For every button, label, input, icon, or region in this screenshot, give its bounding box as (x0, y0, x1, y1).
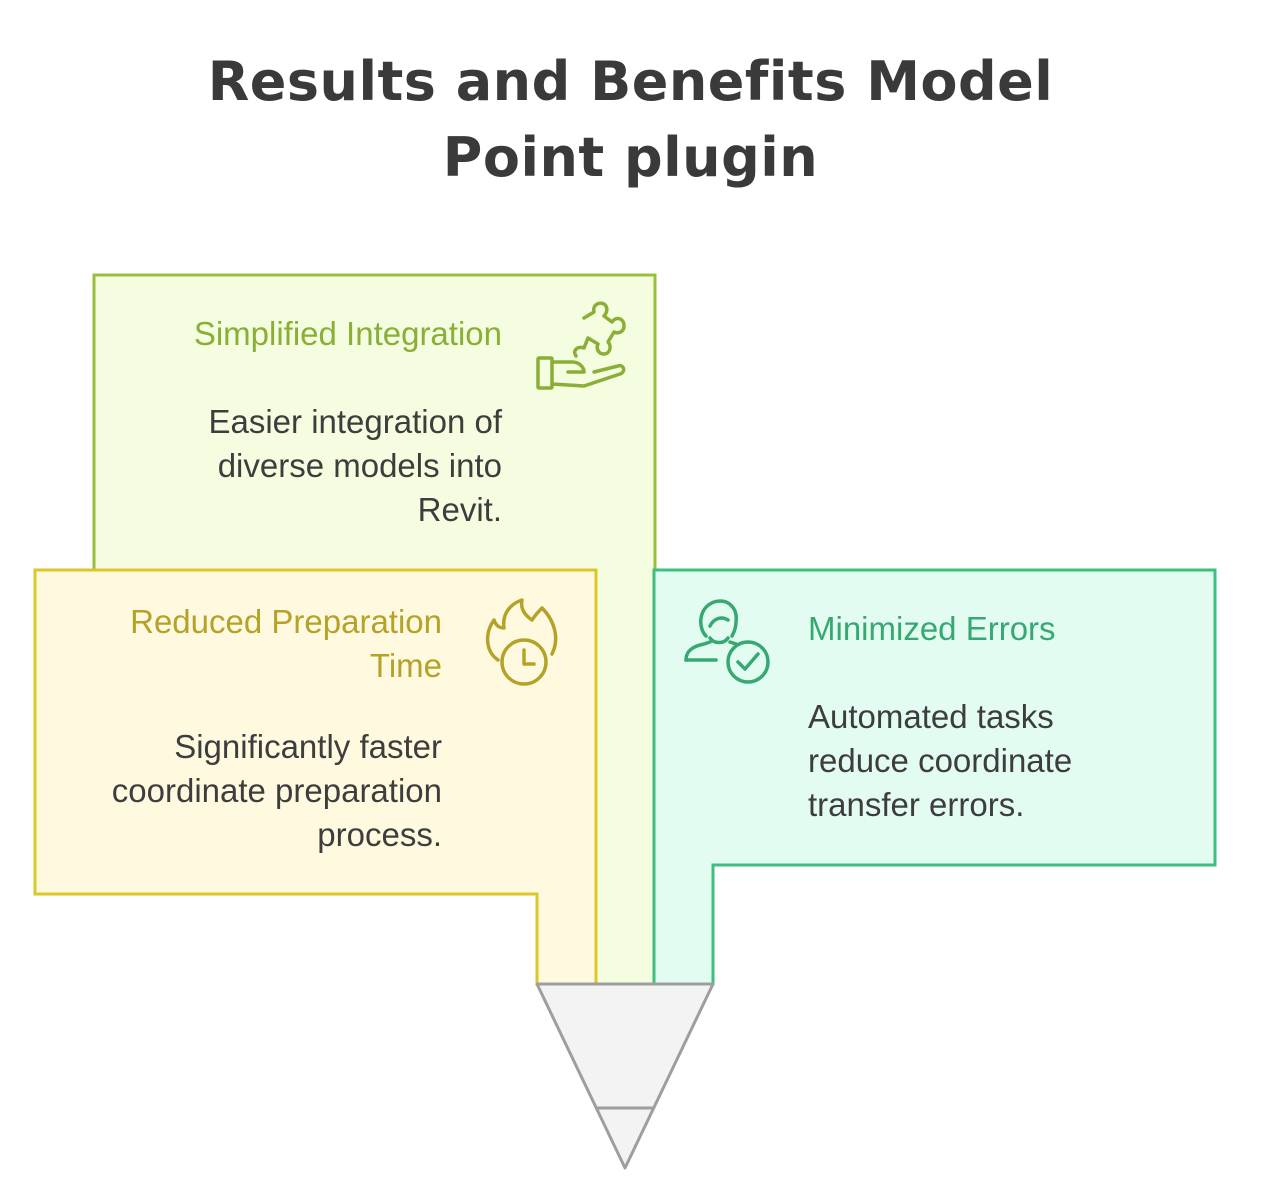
title-line-2: Point plugin (442, 126, 819, 189)
minimized-errors-description: Automated tasks reduce coordinate transf… (808, 695, 1200, 827)
reduced-preparation-time-title: Reduced Preparation Time (50, 600, 442, 688)
description-line: reduce coordinate (808, 742, 1073, 779)
description-line: coordinate preparation (111, 772, 442, 809)
description-line: Easier integration of (208, 403, 502, 440)
description-line: process. (317, 816, 442, 853)
description-line: Revit. (417, 491, 502, 528)
funnel-shape (535, 982, 715, 1170)
title-line-1: Results and Benefits Model (207, 50, 1054, 113)
simplified-integration-description: Easier integration of diverse models int… (110, 400, 502, 532)
title-line: Time (369, 647, 442, 684)
puzzle-hand-icon (536, 301, 626, 390)
reduced-preparation-time-description: Significantly faster coordinate preparat… (50, 725, 442, 857)
description-line: diverse models into (217, 447, 502, 484)
description-line: Significantly faster (174, 728, 442, 765)
fire-clock-icon (485, 598, 558, 686)
simplified-integration-title: Simplified Integration (193, 315, 502, 352)
user-check-icon (684, 599, 770, 684)
minimized-errors-title: Minimized Errors (808, 610, 1056, 647)
description-line: Automated tasks (808, 698, 1054, 735)
page-title: Results and Benefits Model Point plugin (0, 44, 1261, 196)
title-line: Reduced Preparation (130, 603, 442, 640)
description-line: transfer errors. (808, 786, 1025, 823)
